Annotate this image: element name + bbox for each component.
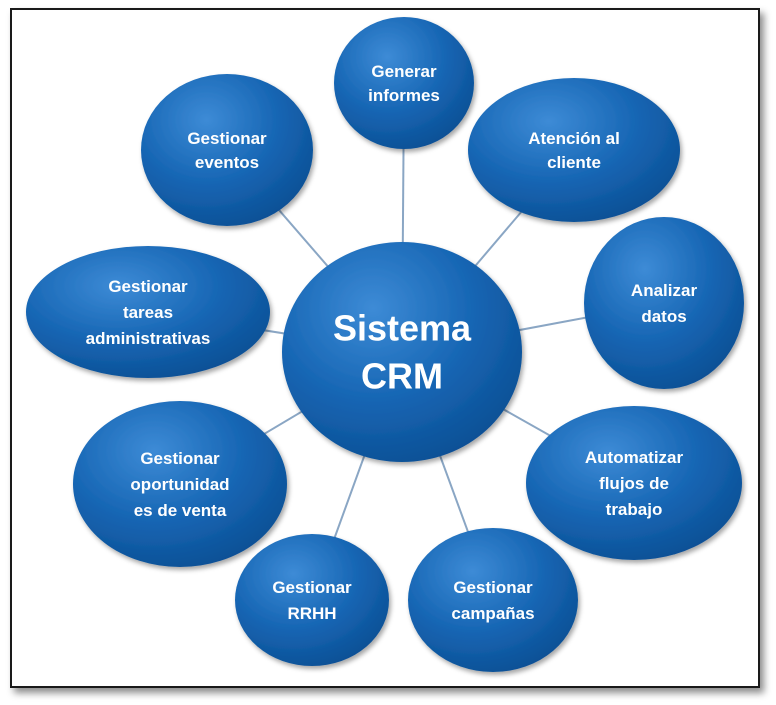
bubble-label-line: informes — [368, 86, 440, 105]
bubble-label-line: Gestionar — [272, 578, 352, 597]
bubble-label-line: Analizar — [631, 281, 698, 300]
bubble-shape — [334, 17, 474, 149]
bubble-shape — [73, 401, 287, 567]
bubble-shape — [526, 406, 742, 560]
bubble-shape — [468, 78, 680, 222]
node-bubble-automatizar: Automatizar flujos de trabajo — [526, 406, 742, 560]
bubble-label-line: Sistema — [333, 308, 472, 349]
bubble-label-line: oportunidad — [130, 475, 229, 494]
bubble-label-line: Gestionar — [140, 449, 220, 468]
bubble-shape — [282, 242, 522, 462]
bubble-label-line: Generar — [371, 62, 437, 81]
node-bubble-campanas: Gestionar campañas — [408, 528, 578, 672]
bubble-label-line: es de venta — [134, 501, 227, 520]
node-bubble-oportunidades: Gestionar oportunidad es de venta — [73, 401, 287, 567]
bubble-label-line: RRHH — [287, 604, 336, 623]
bubble-label-line: Gestionar — [108, 277, 188, 296]
node-bubble-analizar: Analizar datos — [584, 217, 744, 389]
node-bubble-tareas: Gestionar tareas administrativas — [26, 246, 270, 378]
bubble-label-line: flujos de — [599, 474, 669, 493]
bubble-shape — [408, 528, 578, 672]
bubble-shape — [26, 246, 270, 378]
bubble-label-line: Atención al — [528, 129, 620, 148]
bubble-label-line: cliente — [547, 153, 601, 172]
bubble-label-line: Gestionar — [187, 129, 267, 148]
bubble-shape — [141, 74, 313, 226]
node-bubble-eventos: Gestionar eventos — [141, 74, 313, 226]
node-bubble-informes: Generar informes — [334, 17, 474, 149]
bubble-shape — [584, 217, 744, 389]
node-bubble-atencion: Atención al cliente — [468, 78, 680, 222]
bubble-label-line: Gestionar — [453, 578, 533, 597]
bubble-label-line: datos — [641, 307, 686, 326]
bubble-label-line: trabajo — [606, 500, 663, 519]
bubble-shape — [235, 534, 389, 666]
bubble-label-line: tareas — [123, 303, 173, 322]
bubble-label-line: campañas — [451, 604, 534, 623]
bubble-label-line: CRM — [361, 356, 443, 397]
bubble-label-line: Automatizar — [585, 448, 684, 467]
bubble-label-line: eventos — [195, 153, 259, 172]
bubble-label-line: administrativas — [86, 329, 211, 348]
